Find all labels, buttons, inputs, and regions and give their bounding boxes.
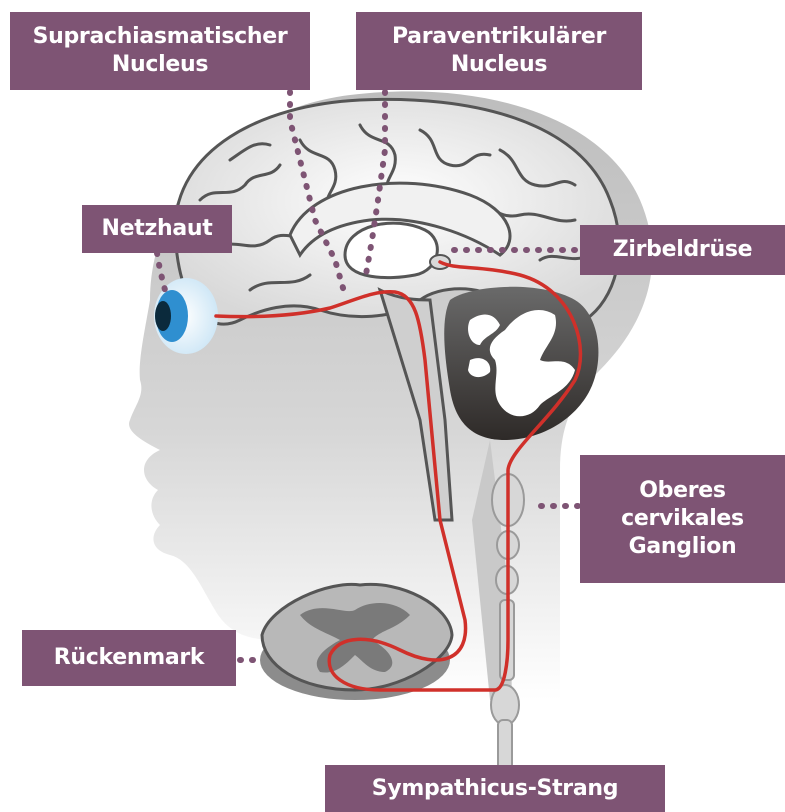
label-pineal-gland: Zirbeldrüse	[580, 225, 785, 275]
label-spinal-cord-text: Rückenmark	[54, 644, 205, 672]
label-scn-line1: Suprachiasmatischer	[33, 23, 288, 51]
label-sympathetic-text: Sympathicus-Strang	[372, 775, 618, 803]
label-superior-cervical-ganglion: Oberes cervikales Ganglion	[580, 455, 785, 583]
label-pvn-line2: Nucleus	[451, 51, 547, 79]
label-pineal-text: Zirbeldrüse	[613, 236, 753, 264]
label-suprachiasmatic-nucleus: Suprachiasmatischer Nucleus	[10, 12, 310, 90]
label-scg-line2: cervikales	[621, 505, 744, 533]
label-paraventricular-nucleus: Paraventrikulärer Nucleus	[356, 12, 642, 90]
label-spinal-cord: Rückenmark	[22, 630, 236, 686]
label-scg-line1: Oberes	[639, 477, 725, 505]
thalamus	[345, 223, 437, 278]
label-scn-line2: Nucleus	[112, 51, 208, 79]
label-sympathetic-trunk: Sympathicus-Strang	[325, 765, 665, 812]
label-scg-line3: Ganglion	[629, 533, 737, 561]
label-pvn-line1: Paraventrikulärer	[392, 23, 606, 51]
label-retina: Netzhaut	[82, 205, 232, 253]
label-retina-text: Netzhaut	[102, 215, 213, 243]
